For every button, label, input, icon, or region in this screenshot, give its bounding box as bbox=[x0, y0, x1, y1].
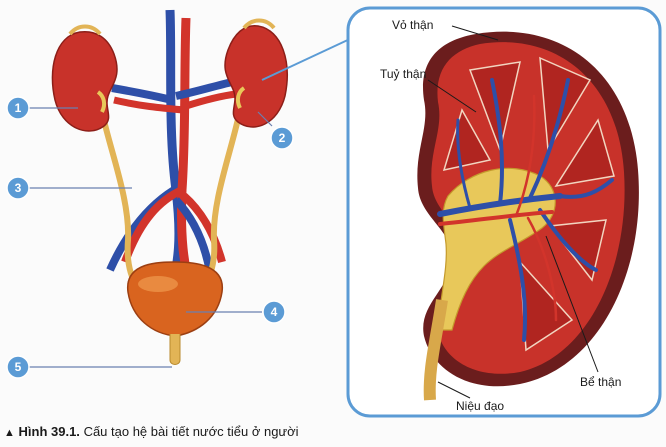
renal-artery-right bbox=[184, 90, 237, 110]
pyramid-2 bbox=[539, 56, 592, 153]
section-artery-main bbox=[438, 210, 554, 226]
callout-5-circle bbox=[6, 355, 30, 379]
section-vein-up bbox=[490, 78, 504, 206]
callout-3: 3 bbox=[6, 176, 30, 200]
section-artery-up bbox=[514, 94, 536, 218]
adrenal-left bbox=[68, 24, 102, 36]
capsule-line bbox=[451, 25, 499, 41]
callout-lines bbox=[28, 37, 353, 368]
section-artery-down bbox=[526, 216, 558, 322]
adrenal-right bbox=[242, 18, 276, 30]
pelvis-line bbox=[545, 235, 599, 373]
callout-1: 1 bbox=[6, 96, 30, 120]
callout-4-number: 4 bbox=[271, 305, 278, 319]
zoom-connector bbox=[261, 37, 353, 81]
caption-text: Cấu tạo hệ bài tiết nước tiểu ở người bbox=[83, 424, 299, 439]
urinary-system-overview bbox=[51, 9, 288, 365]
section-vessels bbox=[437, 78, 614, 342]
renal-pyramids bbox=[442, 56, 615, 352]
kidney-left bbox=[51, 30, 118, 132]
callout-3-circle bbox=[6, 176, 30, 200]
label-ureter: Niệu đạo bbox=[456, 399, 504, 413]
label-capsule: Vỏ thận bbox=[392, 18, 433, 32]
kidney-section-panel bbox=[346, 6, 662, 418]
callout-4: 4 bbox=[262, 300, 286, 324]
section-label-lines bbox=[427, 25, 599, 399]
medulla-line bbox=[427, 79, 477, 113]
figure-caption: ▲ Hình 39.1. Cấu tạo hệ bài tiết nước ti… bbox=[4, 424, 299, 439]
kidney-left-pelvis bbox=[96, 90, 107, 113]
bladder-highlight bbox=[138, 276, 178, 292]
label-pelvis: Bể thận bbox=[580, 375, 621, 389]
callout-4-circle bbox=[262, 300, 286, 324]
pyramid-6 bbox=[442, 108, 492, 172]
callout-2: 2 bbox=[270, 126, 294, 150]
section-vein-down bbox=[538, 208, 598, 272]
caption-marker: ▲ bbox=[4, 427, 15, 439]
callout-2-circle bbox=[270, 126, 294, 150]
callout-line-2 bbox=[257, 111, 273, 127]
callout-1-circle bbox=[6, 96, 30, 120]
section-vein-right bbox=[558, 178, 614, 199]
label-medulla: Tuỷ thận bbox=[380, 67, 426, 81]
aorta bbox=[176, 17, 195, 291]
section-vein-up2 bbox=[528, 78, 570, 200]
urethra bbox=[169, 334, 181, 365]
caption-number: Hình 39.1. bbox=[18, 424, 80, 439]
section-vein-left bbox=[456, 118, 472, 210]
renal-vein-right bbox=[175, 78, 233, 100]
iliac-vein-right bbox=[173, 197, 214, 273]
ureter-line bbox=[437, 381, 471, 399]
iliac-artery-right bbox=[181, 192, 226, 264]
vena-cava bbox=[165, 9, 184, 291]
section-vein-down2 bbox=[508, 218, 528, 342]
kidney-right bbox=[224, 25, 288, 128]
renal-vein-left bbox=[111, 84, 173, 104]
callout-2-number: 2 bbox=[279, 131, 286, 145]
callout-1-number: 1 bbox=[15, 101, 22, 115]
pyramid-3 bbox=[554, 118, 615, 188]
callout-5: 5 bbox=[6, 355, 30, 379]
callout-5-number: 5 bbox=[15, 360, 22, 374]
ureter-section bbox=[423, 299, 448, 401]
pyramid-4 bbox=[548, 219, 607, 282]
renal-artery-left bbox=[113, 96, 185, 114]
callout-3-number: 3 bbox=[15, 181, 22, 195]
kidney-right-pelvis bbox=[235, 86, 246, 109]
